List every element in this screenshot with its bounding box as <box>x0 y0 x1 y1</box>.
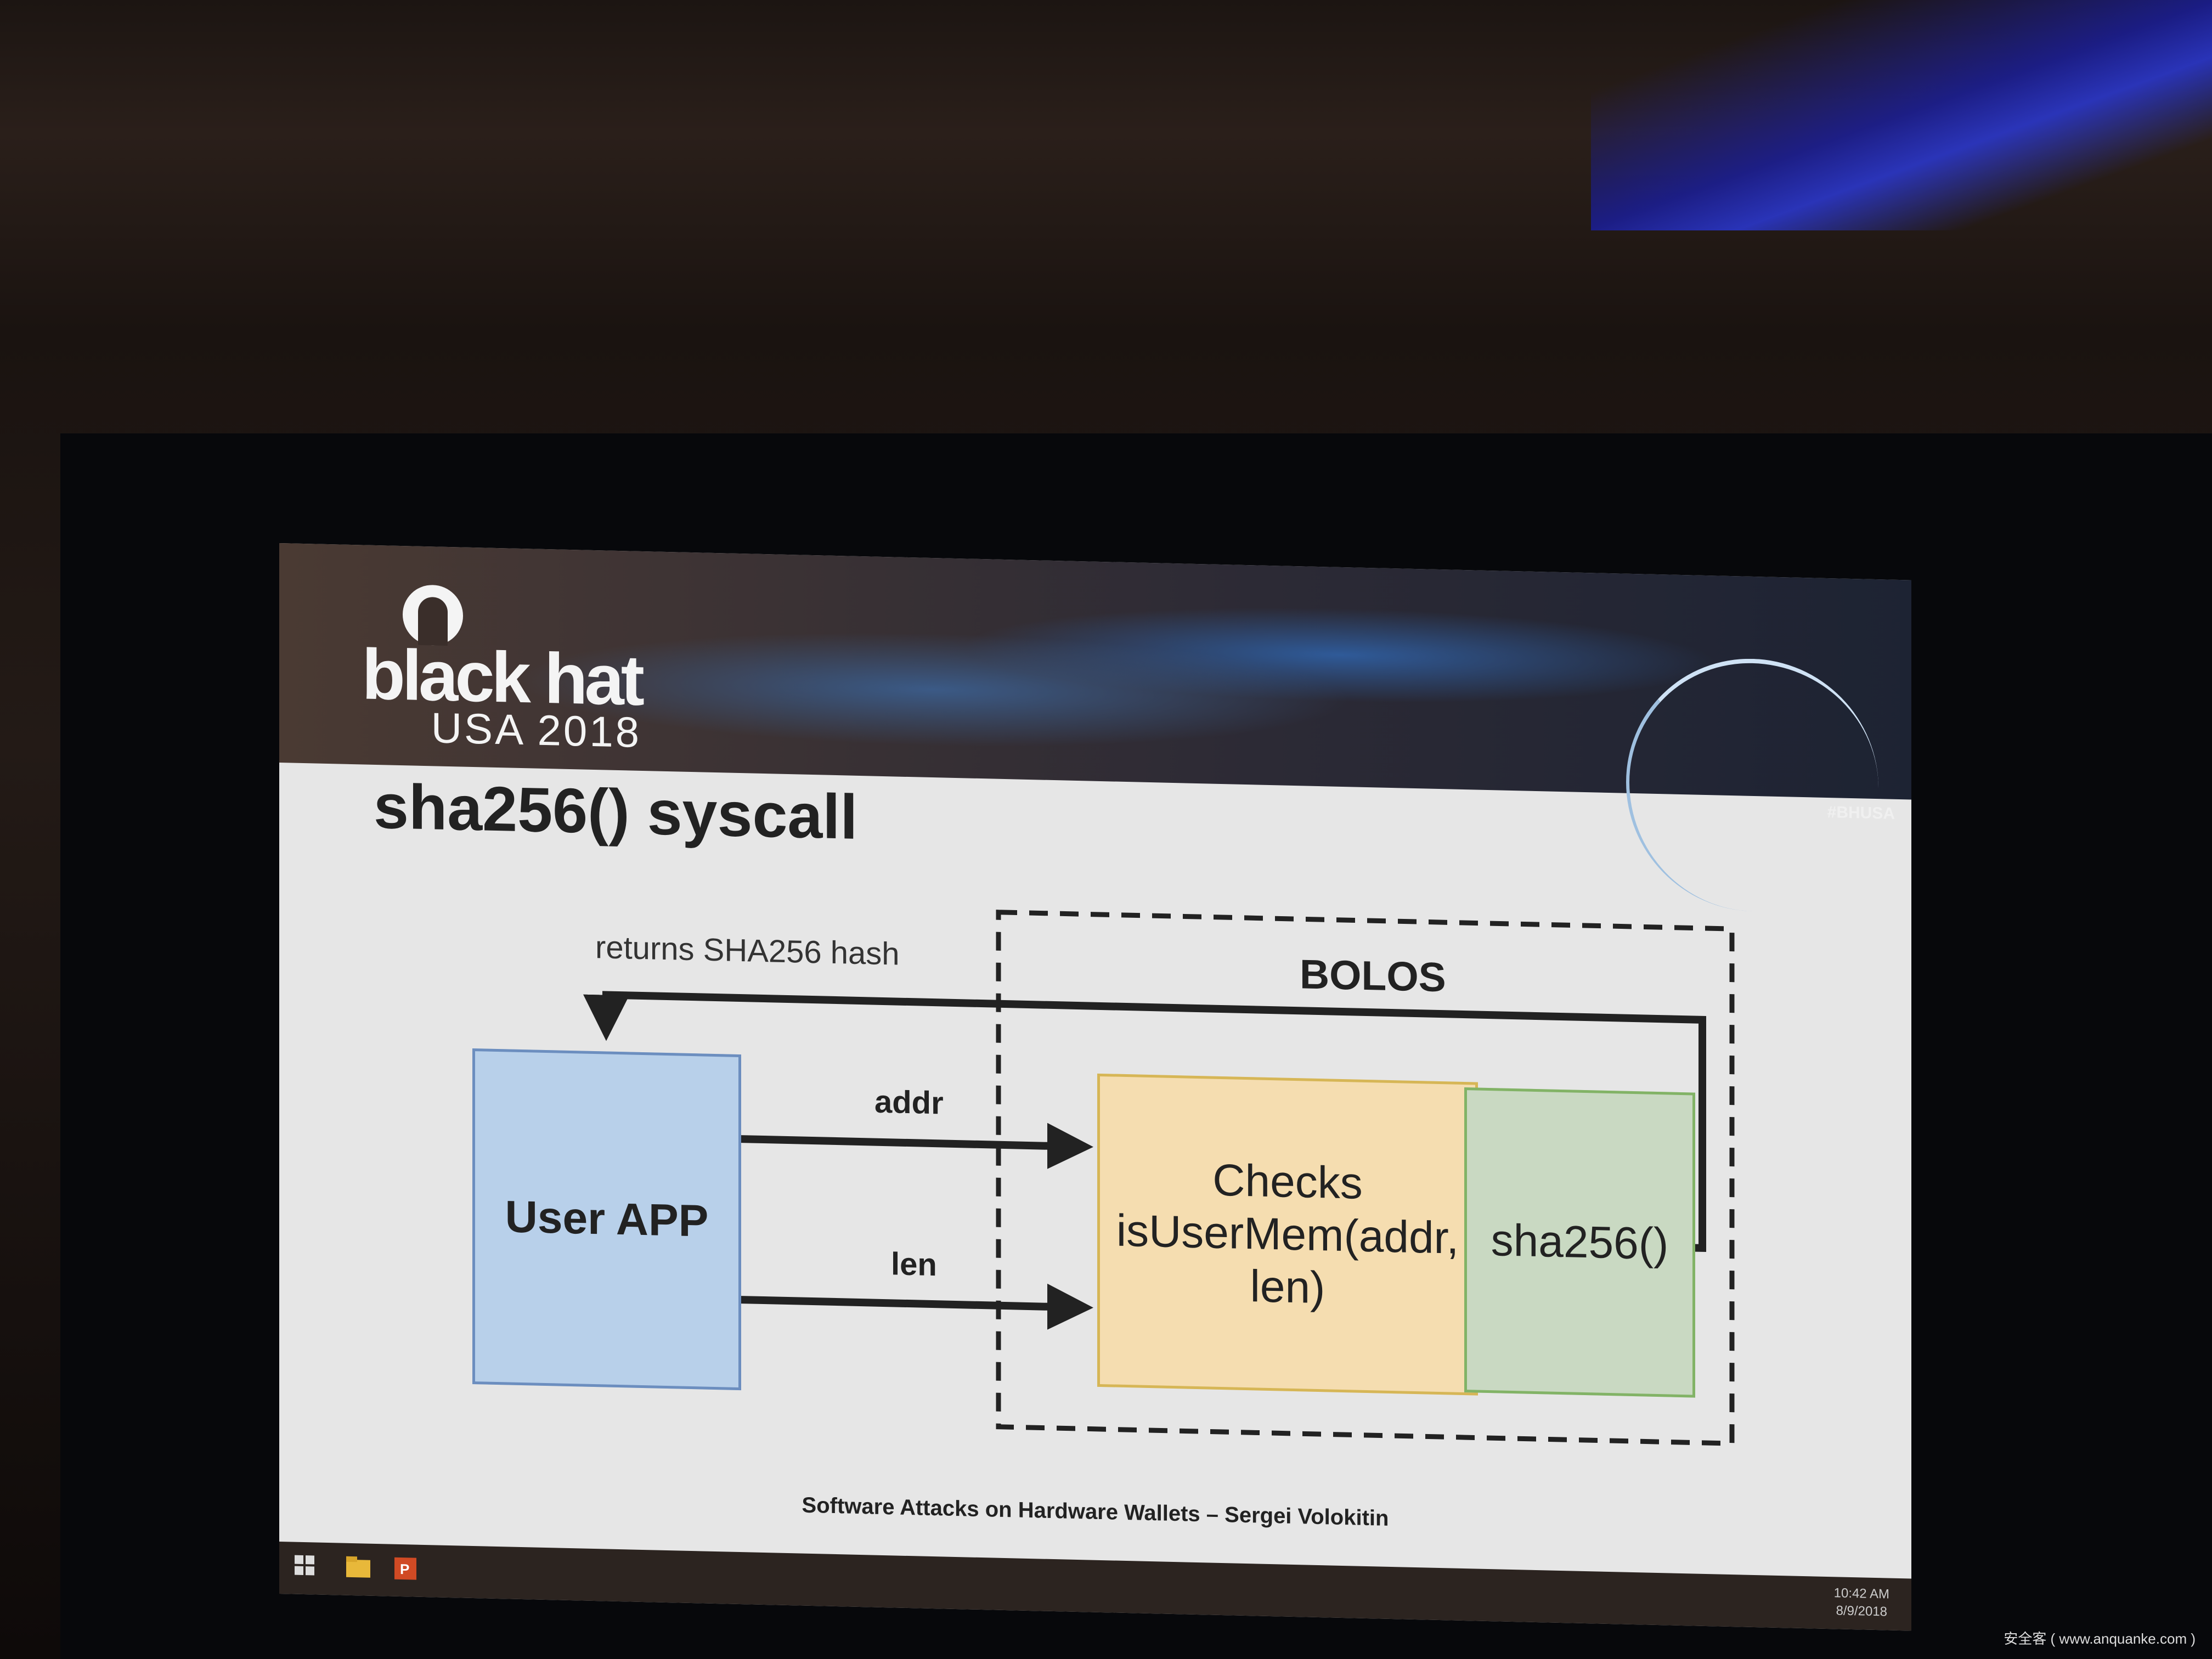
file-explorer-icon[interactable] <box>345 1555 373 1583</box>
bolos-label: BOLOS <box>1300 951 1446 1001</box>
watermark: 安全客 ( www.anquanke.com ) <box>2004 1630 2196 1647</box>
addr-label: addr <box>874 1084 944 1121</box>
diagram-lines <box>583 910 1735 1446</box>
powerpoint-icon[interactable]: P <box>393 1556 421 1584</box>
checks-line: isUserMem(addr, <box>1116 1205 1459 1263</box>
windows-start-icon[interactable] <box>294 1554 321 1582</box>
sha256-box: sha256() <box>1464 1087 1695 1398</box>
slide: black hat USA 2018 #BHUSA sha256() sysca… <box>279 543 1911 1631</box>
svg-text:P: P <box>400 1561 409 1577</box>
checks-line: len) <box>1250 1261 1325 1313</box>
user-app-box: User APP <box>472 1048 741 1391</box>
clock-time: 10:42 AM <box>1833 1585 1889 1602</box>
bolos-dashed-box <box>996 910 1735 1446</box>
system-tray[interactable]: 10:42 AM 8/9/2018 <box>1834 1584 1889 1621</box>
taskbar: P 10:42 AM 8/9/2018 <box>279 1542 1911 1631</box>
sha256-label: sha256() <box>1491 1215 1669 1269</box>
return-label: returns SHA256 hash <box>595 929 900 972</box>
len-label: len <box>891 1246 937 1283</box>
return-arrow <box>583 991 1706 1252</box>
user-app-label: User APP <box>505 1192 709 1246</box>
checks-line: Checks <box>1212 1155 1363 1209</box>
clock-date: 8/9/2018 <box>1836 1603 1887 1620</box>
addr-arrow <box>741 1122 1093 1169</box>
ceiling-light <box>1591 0 2212 230</box>
len-arrow <box>741 1283 1093 1330</box>
